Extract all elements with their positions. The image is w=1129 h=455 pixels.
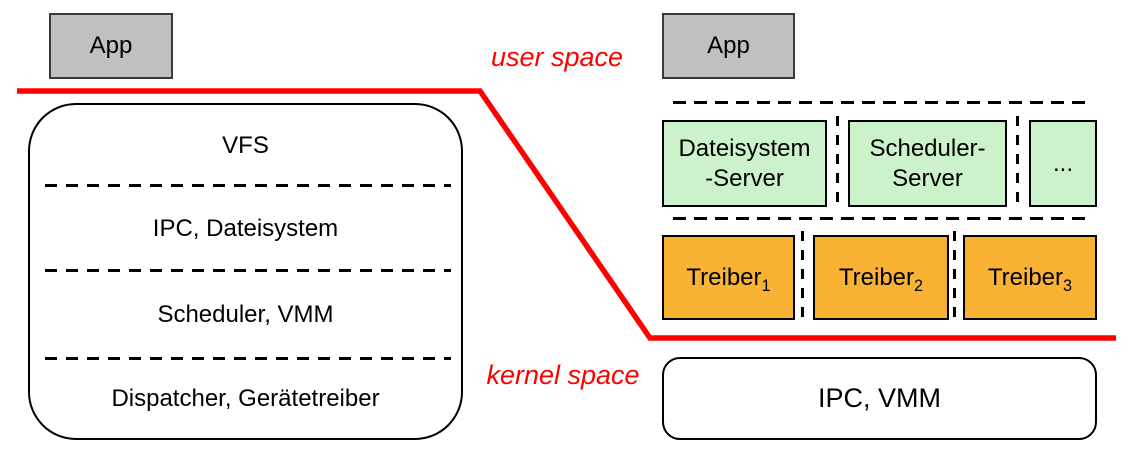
server-separator: [1016, 116, 1019, 211]
kernel-layer-vfs: VFS: [30, 105, 461, 186]
server-box-dateisystem: Dateisystem -Server: [662, 120, 827, 207]
kernel-space-label: kernel space: [486, 360, 640, 390]
server-label: ...: [1052, 149, 1073, 177]
driver-box-treiber2: Treiber2: [813, 235, 949, 320]
microkernel-app-box: App: [662, 13, 795, 79]
server-label: Dateisystem -Server: [678, 134, 811, 192]
kernel-layer-label: Scheduler, VMM: [157, 301, 334, 328]
kernel-layer-label: VFS: [222, 131, 269, 159]
driver-separator: [801, 231, 804, 324]
driver-box-treiber1: Treiber1: [662, 235, 795, 320]
driver-box-treiber3: Treiber3: [963, 235, 1097, 320]
driver-label: Treiber3: [987, 263, 1073, 295]
driver-separator: [953, 231, 956, 324]
layer-separator: [45, 357, 451, 360]
microkernel-kernel-label: IPC, VMM: [817, 382, 941, 413]
microkernel-kernel-box: IPC, VMM: [662, 357, 1097, 440]
kernel-layer-dispatcher-geraetetreiber: Dispatcher, Gerätetreiber: [30, 359, 461, 438]
kernel-layer-scheduler-vmm: Scheduler, VMM: [30, 271, 461, 359]
kernel-layer-ipc-dateisystem: IPC, Dateisystem: [30, 186, 461, 271]
process-boundary-dashed-top: [673, 101, 1088, 104]
monolithic-app-label: App: [89, 32, 133, 59]
server-box-ellipsis: ...: [1029, 120, 1097, 207]
driver-label: Treiber2: [838, 263, 924, 295]
kernel-layer-label: Dispatcher, Gerätetreiber: [111, 384, 380, 412]
server-label: Scheduler- Server: [869, 134, 986, 192]
server-separator: [836, 116, 839, 211]
user-space-label: user space: [490, 42, 624, 72]
microkernel-app-label: App: [707, 32, 750, 59]
process-boundary-dashed-middle: [673, 217, 1088, 220]
server-box-scheduler: Scheduler- Server: [848, 120, 1007, 207]
monolithic-kernel-box: VFS IPC, Dateisystem Scheduler, VMM Disp…: [28, 103, 463, 440]
monolithic-app-box: App: [49, 13, 173, 79]
driver-label: Treiber1: [686, 263, 771, 295]
kernel-layer-label: IPC, Dateisystem: [152, 214, 339, 242]
